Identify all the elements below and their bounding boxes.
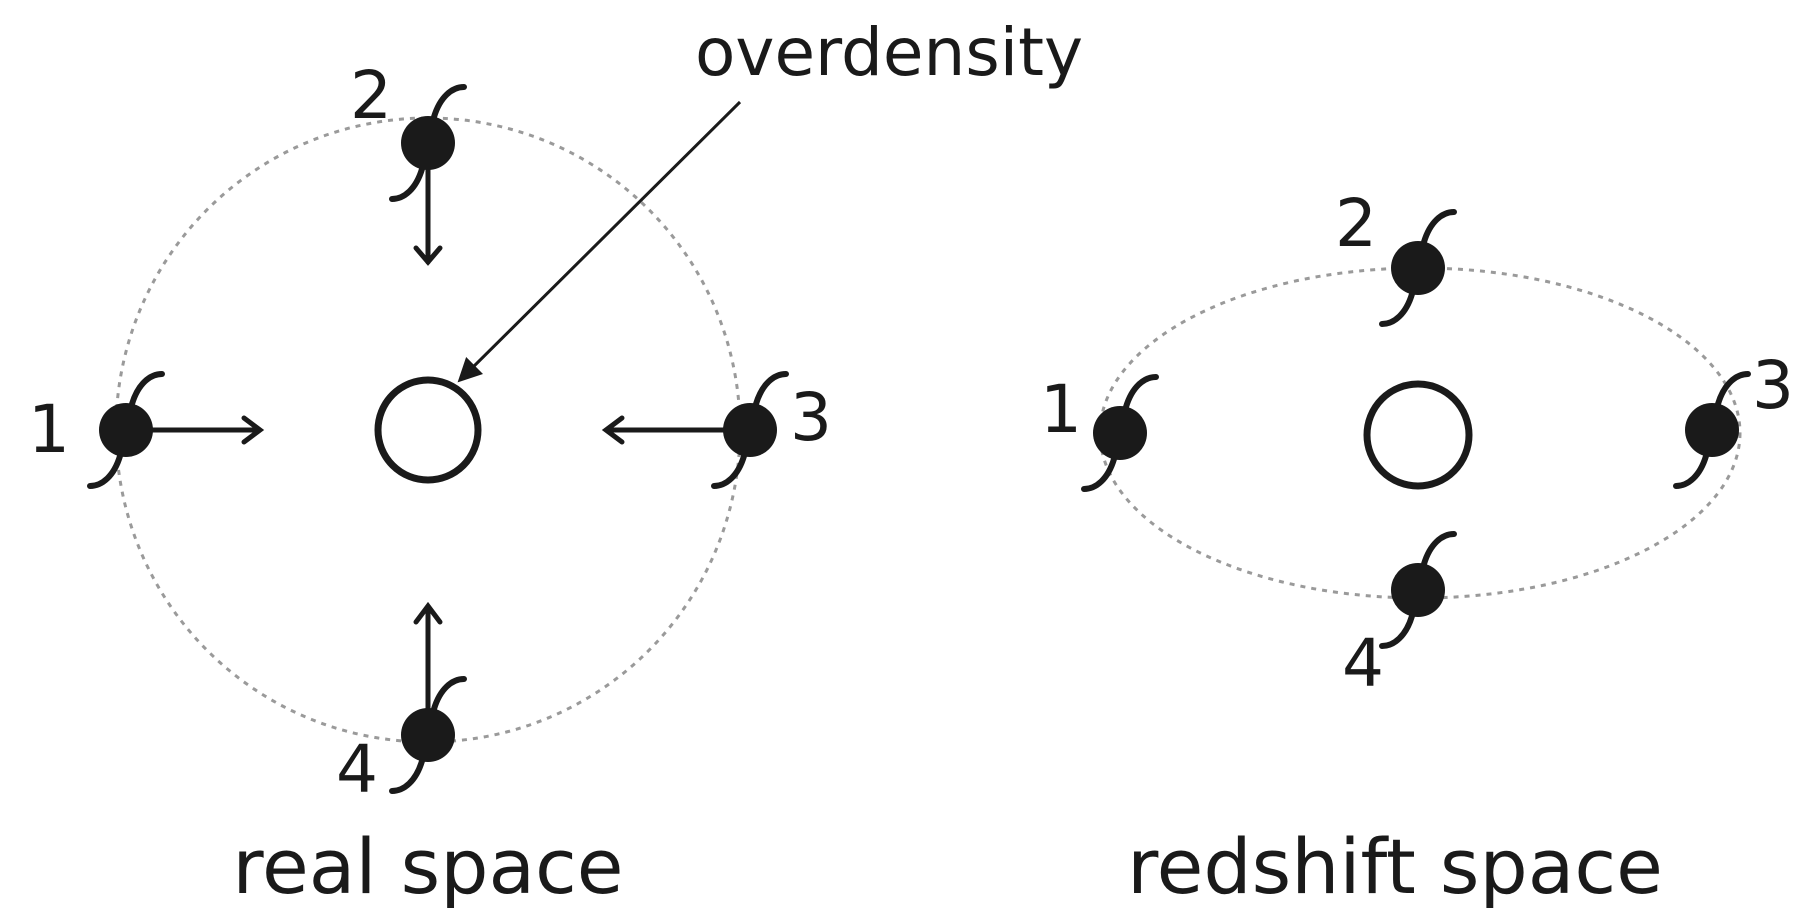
redshift-galaxy-4: 4 <box>1342 534 1454 702</box>
spiral-galaxy-icon <box>1382 212 1454 324</box>
galaxy-label-4: 4 <box>336 731 378 808</box>
real-space-panel: 1 2 3 4 overdensity real space <box>28 14 1083 908</box>
real-space-caption: real space <box>232 822 623 908</box>
overdensity-leader-arrow <box>457 100 742 383</box>
redshift-galaxy-2: 2 <box>1335 185 1454 324</box>
galaxy-label-3: 3 <box>1752 347 1793 424</box>
overdensity-label: overdensity <box>695 14 1083 91</box>
galaxy-label-3: 3 <box>790 379 832 456</box>
spiral-galaxy-icon <box>1382 534 1454 646</box>
arrow-head-icon <box>601 415 625 445</box>
overdensity-circle <box>374 376 482 484</box>
redshift-space-caption: redshift space <box>1127 822 1663 908</box>
arrow-head-icon <box>413 245 443 266</box>
real-galaxy-4: 4 <box>336 601 464 808</box>
overdensity-circle <box>1363 380 1473 490</box>
arrow-head-icon <box>413 601 443 625</box>
spiral-galaxy-icon <box>1084 377 1156 489</box>
real-galaxy-3: 3 <box>601 374 832 486</box>
galaxy-label-2: 2 <box>1335 185 1377 262</box>
arrow-head-icon <box>241 415 265 445</box>
real-galaxy-2: 2 <box>350 57 464 266</box>
galaxy-label-1: 1 <box>1040 371 1082 448</box>
real-galaxy-1: 1 <box>28 374 265 486</box>
galaxy-label-1: 1 <box>28 391 70 468</box>
spiral-galaxy-icon <box>1676 374 1748 486</box>
galaxy-label-2: 2 <box>350 57 392 134</box>
galaxy-label-4: 4 <box>1342 625 1384 702</box>
redshift-galaxy-3: 3 <box>1676 347 1793 486</box>
redshift-space-panel: 1 2 3 4 redshift space <box>1040 185 1793 908</box>
redshift-galaxy-1: 1 <box>1040 371 1156 489</box>
